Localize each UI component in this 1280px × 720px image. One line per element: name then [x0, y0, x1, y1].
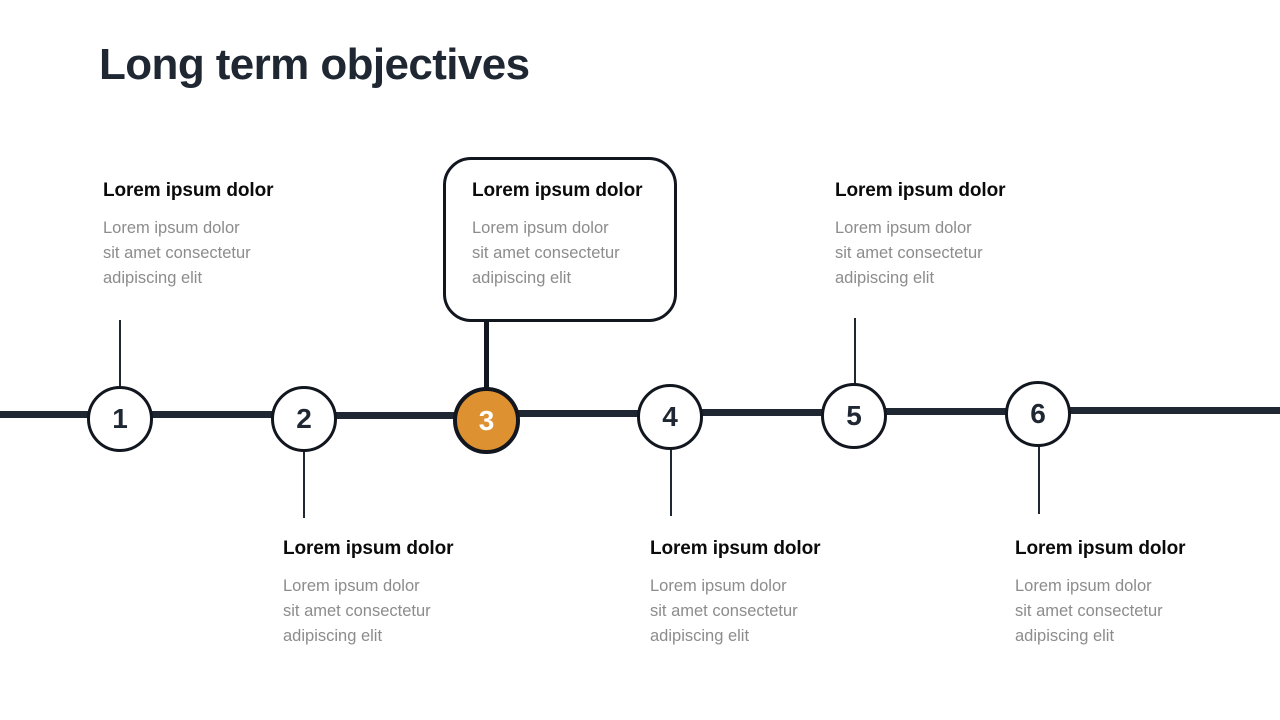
timeline-segment-right	[1032, 407, 1280, 414]
milestone-circle-4[interactable]: 4	[637, 384, 703, 450]
milestone-body-2: Lorem ipsum dolor sit amet consectetur a…	[283, 574, 533, 649]
timeline-segment-2-3	[297, 412, 493, 419]
milestone-heading-2: Lorem ipsum dolor	[283, 538, 454, 559]
timeline-segment-5-6	[848, 408, 1044, 415]
connector-stem-1	[119, 320, 121, 400]
milestone-body-3-line-2: sit amet consectetur	[472, 244, 620, 262]
connector-stem-5	[854, 318, 856, 396]
milestone-heading-4: Lorem ipsum dolor	[650, 538, 821, 559]
milestone-body-3-line-1: Lorem ipsum dolor	[472, 219, 609, 237]
milestone-heading-1: Lorem ipsum dolor	[103, 180, 274, 201]
milestone-body-2-line-1: Lorem ipsum dolor	[283, 577, 420, 595]
milestone-body-6: Lorem ipsum dolor sit amet consectetur a…	[1015, 574, 1265, 649]
milestone-body-5-line-3: adipiscing elit	[835, 269, 935, 287]
milestone-body-4-line-1: Lorem ipsum dolor	[650, 577, 787, 595]
milestone-body-6-line-2: sit amet consectetur	[1015, 602, 1163, 620]
milestone-number-4: 4	[662, 401, 678, 432]
milestone-body-3-line-3: adipiscing elit	[472, 269, 572, 287]
milestone-heading-6: Lorem ipsum dolor	[1015, 538, 1186, 559]
milestone-number-3: 3	[478, 404, 495, 436]
milestone-number-5: 5	[846, 400, 862, 431]
milestone-body-3: Lorem ipsum dolor sit amet consectetur a…	[472, 216, 722, 291]
milestone-circle-6[interactable]: 6	[1005, 381, 1071, 447]
milestone-body-5: Lorem ipsum dolor sit amet consectetur a…	[835, 216, 1085, 291]
milestone-body-2-line-3: adipiscing elit	[283, 627, 383, 645]
milestone-number-1: 1	[112, 403, 128, 434]
milestone-circle-2[interactable]: 2	[271, 386, 337, 452]
milestone-heading-5: Lorem ipsum dolor	[835, 180, 1006, 201]
connector-stem-2	[303, 440, 305, 518]
milestone-entry-4: Lorem ipsum dolor Lorem ipsum dolor sit …	[650, 538, 900, 649]
timeline-segment-left	[0, 411, 125, 418]
milestone-entry-5: Lorem ipsum dolor Lorem ipsum dolor sit …	[835, 180, 1085, 291]
milestone-body-4-line-3: adipiscing elit	[650, 627, 750, 645]
connector-stem-6	[1038, 436, 1040, 514]
milestone-body-6-line-3: adipiscing elit	[1015, 627, 1115, 645]
milestone-body-6-line-1: Lorem ipsum dolor	[1015, 577, 1152, 595]
milestone-circle-3[interactable]: 3	[453, 387, 520, 454]
connector-stem-4	[670, 438, 672, 516]
highlighted-callout-card[interactable]	[443, 157, 677, 322]
milestone-heading-3: Lorem ipsum dolor	[472, 180, 643, 201]
milestone-body-1-line-1: Lorem ipsum dolor	[103, 219, 240, 237]
milestone-body-1: Lorem ipsum dolor sit amet consectetur a…	[103, 216, 353, 291]
milestone-entry-2: Lorem ipsum dolor Lorem ipsum dolor sit …	[283, 538, 533, 649]
milestone-number-2: 2	[296, 403, 312, 434]
milestone-number-6: 6	[1030, 398, 1046, 429]
timeline-segment-4-5	[664, 409, 860, 416]
milestone-body-5-line-1: Lorem ipsum dolor	[835, 219, 972, 237]
milestone-body-1-line-2: sit amet consectetur	[103, 244, 251, 262]
milestone-body-4-line-2: sit amet consectetur	[650, 602, 798, 620]
milestone-body-5-line-2: sit amet consectetur	[835, 244, 983, 262]
page-title: Long term objectives	[99, 40, 530, 89]
connector-stem-3	[484, 318, 489, 390]
milestone-body-2-line-2: sit amet consectetur	[283, 602, 431, 620]
timeline-segment-3-4	[480, 410, 676, 417]
timeline-segment-1-2	[115, 411, 310, 418]
milestone-entry-6: Lorem ipsum dolor Lorem ipsum dolor sit …	[1015, 538, 1265, 649]
milestone-circle-1[interactable]: 1	[87, 386, 153, 452]
milestone-body-1-line-3: adipiscing elit	[103, 269, 203, 287]
milestone-body-4: Lorem ipsum dolor sit amet consectetur a…	[650, 574, 900, 649]
milestone-entry-1: Lorem ipsum dolor Lorem ipsum dolor sit …	[103, 180, 353, 291]
milestone-entry-3: Lorem ipsum dolor Lorem ipsum dolor sit …	[472, 180, 722, 291]
milestone-circle-5[interactable]: 5	[821, 383, 887, 449]
